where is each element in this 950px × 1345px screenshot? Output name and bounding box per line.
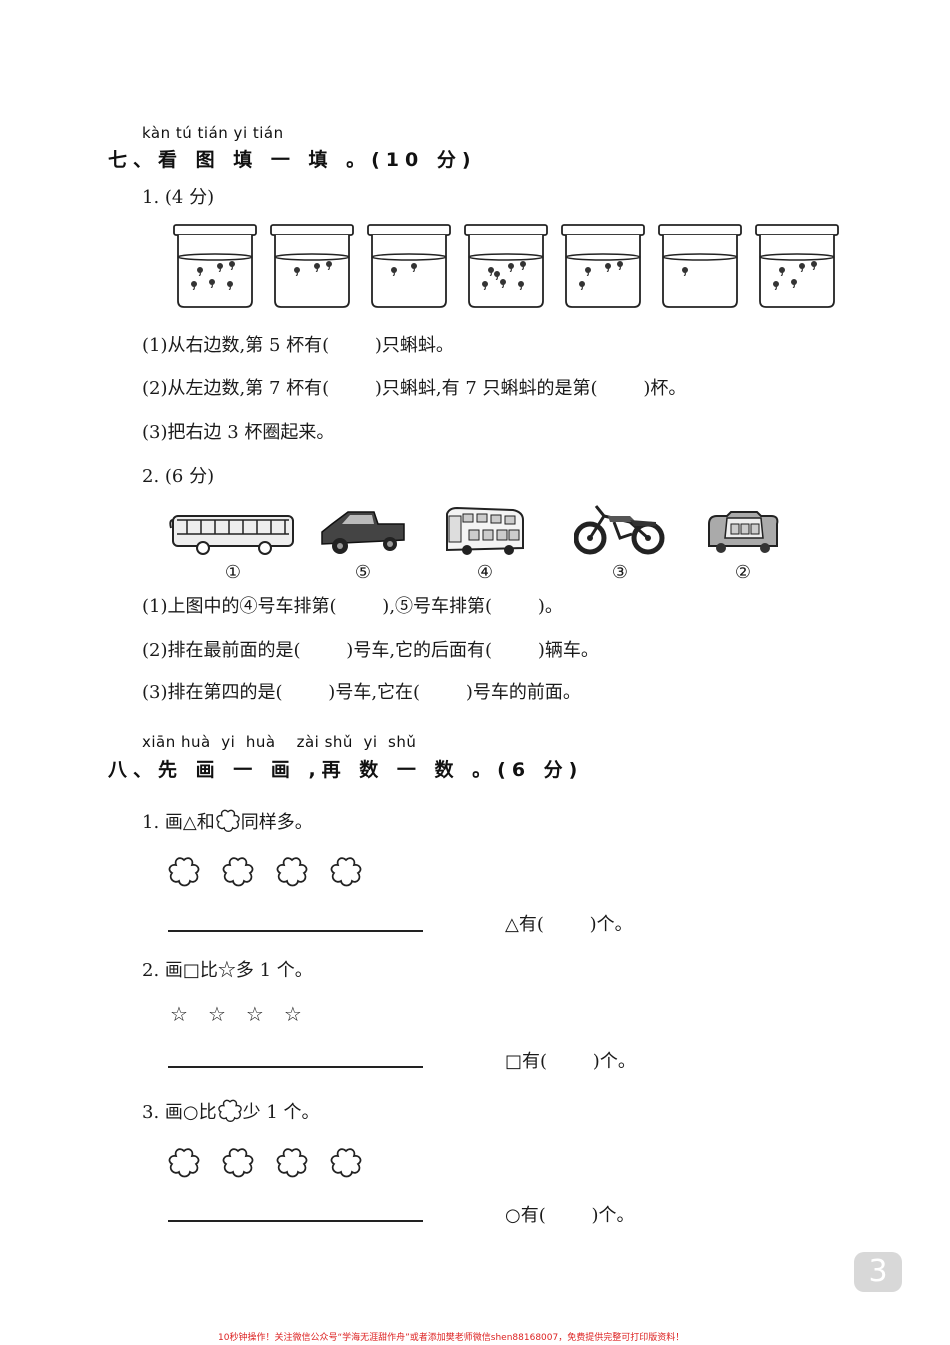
vehicle-label: ⑤ xyxy=(354,562,372,583)
star-icon: ☆ xyxy=(245,1002,264,1026)
section7-q1-sub3: (3)把右边 3 杯圈起来。 xyxy=(142,422,335,443)
flower-icon xyxy=(222,857,254,887)
star-icon: ☆ xyxy=(283,1002,302,1026)
section8-q3-answer: ○有( )个。 xyxy=(505,1205,635,1226)
flower-icon xyxy=(276,1148,308,1178)
cup-icon[interactable] xyxy=(366,223,452,309)
double-decker-bus-icon xyxy=(446,506,524,555)
tadpole-cups xyxy=(172,223,840,309)
section7-q2-label: 2. (6 分) xyxy=(142,466,215,487)
section7-q1-sub2: (2)从左边数,第 7 杯有( )只蝌蚪,有 7 只蝌蚪的是第( )杯。 xyxy=(142,378,687,399)
section8-q1-answer: △有( )个。 xyxy=(505,914,633,935)
vehicle-bus: ① xyxy=(168,506,298,583)
q1-label-prefix: 1. 画△和 xyxy=(142,812,215,833)
cup-icon[interactable] xyxy=(269,223,355,309)
pickup-truck-icon xyxy=(321,511,405,554)
section8-title: 八、先 画 一 画 ,再 数 一 数 。(6 分) xyxy=(108,759,584,781)
section7-q2-sub2: (2)排在最前面的是( )号车,它的后面有( )辆车。 xyxy=(142,640,599,661)
section8-q1-label: 1. 画△和 同样多。 xyxy=(142,808,313,834)
cup-icon[interactable] xyxy=(657,223,743,309)
drawing-answer-line-3[interactable] xyxy=(168,1220,423,1222)
drawing-answer-line-1[interactable] xyxy=(168,930,423,932)
flower-row-3 xyxy=(167,1147,363,1179)
section7-q2-sub1: (1)上图中的④号车排第( ),⑤号车排第( )。 xyxy=(142,596,563,617)
bus-icon xyxy=(169,515,294,555)
section7-q2-sub3: (3)排在第四的是( )号车,它在( )号车的前面。 xyxy=(142,682,581,703)
q1-label-suffix: 同样多。 xyxy=(240,812,313,833)
cup-icon[interactable] xyxy=(754,223,840,309)
star-row: ☆ ☆ ☆ ☆ xyxy=(170,1002,302,1026)
section7-q1-label: 1. (4 分) xyxy=(142,187,215,208)
flower-icon xyxy=(222,1148,254,1178)
q3-label-prefix: 3. 画○比 xyxy=(142,1102,217,1123)
section8-q2-label: 2. 画□比☆多 1 个。 xyxy=(142,960,313,981)
flower-icon xyxy=(330,857,362,887)
vehicle-label: ① xyxy=(224,562,242,583)
section8-q3-label: 3. 画○比 少 1 个。 xyxy=(142,1098,320,1124)
vehicle-motorcycle: ③ xyxy=(560,500,680,583)
section7-title: 七、看 图 填 一 填 。(10 分) xyxy=(108,149,477,171)
flower-icon xyxy=(276,857,308,887)
flower-icon xyxy=(215,809,240,833)
q3-label-suffix: 少 1 个。 xyxy=(242,1102,320,1123)
cup-icon[interactable] xyxy=(172,223,258,309)
flower-icon xyxy=(168,1148,200,1178)
star-icon: ☆ xyxy=(170,1002,188,1026)
vehicle-pickup-truck: ⑤ xyxy=(308,504,418,583)
section7-q1-sub1: (1)从右边数,第 5 杯有( )只蝌蚪。 xyxy=(142,335,454,356)
flower-icon xyxy=(217,1099,242,1123)
star-icon: ☆ xyxy=(207,1002,226,1026)
cup-icon[interactable] xyxy=(560,223,646,309)
section8-pinyin: xiān huà yi huà zài shǔ yi shǔ xyxy=(142,733,417,751)
vehicle-double-decker-bus: ④ xyxy=(430,506,540,583)
vehicle-row: ① ⑤ ④ ③ xyxy=(168,500,788,583)
cup-icon[interactable] xyxy=(463,223,549,309)
flower-icon xyxy=(168,857,200,887)
drawing-answer-line-2[interactable] xyxy=(168,1066,423,1068)
section7-pinyin: kàn tú tián yi tián xyxy=(142,124,284,142)
page-number-badge: 3 xyxy=(854,1252,902,1292)
section8-q2-answer: □有( )个。 xyxy=(505,1051,636,1072)
vehicle-car: ② xyxy=(698,510,788,583)
vehicle-label: ④ xyxy=(476,562,494,583)
vehicle-label: ③ xyxy=(611,562,629,583)
motorcycle-icon xyxy=(574,505,665,555)
car-icon xyxy=(708,511,779,553)
flower-row-1 xyxy=(167,856,363,888)
footer-promo-text: 10秒钟操作！关注微信公众号“学海无涯甜作舟”或者添加樊老师微信shen8816… xyxy=(218,1333,685,1343)
vehicle-label: ② xyxy=(734,562,752,583)
flower-icon xyxy=(330,1148,362,1178)
